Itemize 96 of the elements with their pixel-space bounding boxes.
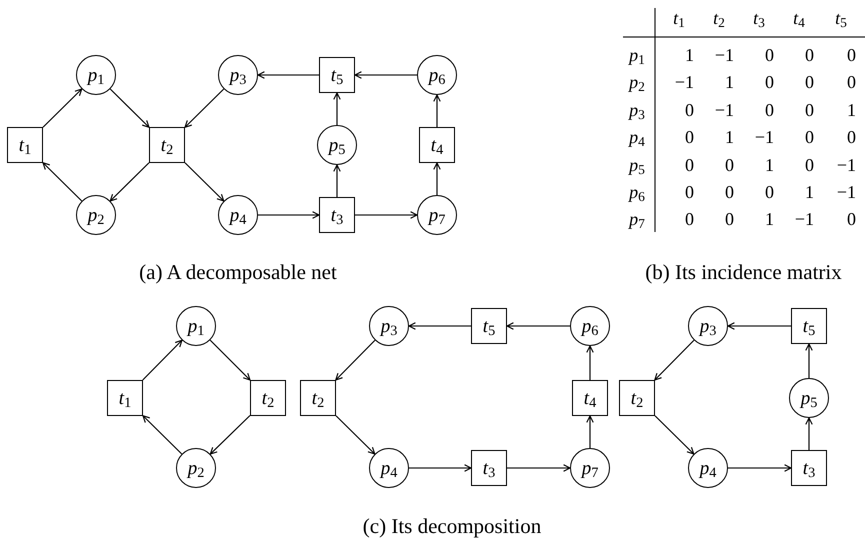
transition-box: t$_{5}$ (471, 308, 507, 344)
matrix-value: 0 (685, 155, 694, 175)
arrow (586, 345, 594, 380)
matrix-value: 0 (765, 45, 774, 65)
matrix-value: 0 (685, 127, 694, 147)
transition-box: t$_{1}$ (107, 380, 143, 416)
row-header: p$_{1}$ (629, 45, 645, 65)
arrow (727, 322, 791, 330)
arrow (355, 211, 418, 219)
matrix-value: 0 (805, 155, 814, 175)
matrix-value: −1 (754, 127, 774, 147)
subfigure-caption: (c) Its decomposition (362, 514, 542, 538)
matrix-value: 1 (685, 45, 694, 65)
arrow (257, 71, 319, 79)
arrow (335, 340, 376, 381)
arrow (654, 340, 694, 381)
matrix-value: 0 (725, 182, 734, 202)
arrow (728, 464, 792, 472)
matrix-value: −1 (714, 45, 734, 65)
arrow (433, 162, 441, 195)
matrix-value: 0 (765, 72, 774, 92)
subfigure-caption: (a) A decomposable net (139, 260, 337, 284)
arrow (433, 94, 441, 127)
arrow (210, 415, 250, 455)
matrix-value: −1 (794, 209, 814, 229)
transition-box: t$_{4}$ (572, 380, 608, 416)
matrix-value: 0 (685, 100, 694, 120)
matrix-value: 1 (725, 72, 734, 92)
arrow (142, 415, 182, 454)
arrow (354, 71, 417, 79)
transition-box: t$_{5}$ (791, 308, 827, 344)
transition-box: t$_{2}$ (300, 380, 336, 416)
row-header: p$_{6}$ (629, 182, 645, 202)
matrix-value: −1 (836, 155, 856, 175)
transition-box: t$_{2}$ (149, 127, 185, 163)
matrix-value: 0 (765, 100, 774, 120)
matrix-value: 0 (685, 209, 694, 229)
row-header: p$_{2}$ (629, 72, 645, 92)
matrix-value: 0 (725, 155, 734, 175)
arrow (506, 322, 570, 330)
matrix-value: −1 (714, 100, 734, 120)
row-header: p$_{4}$ (629, 127, 645, 147)
arrow (805, 343, 813, 378)
arrow (184, 88, 224, 128)
transition-box: t$_{2}$ (619, 380, 655, 416)
transition-box: t$_{4}$ (419, 127, 455, 163)
subfigure-caption: (b) Its incidence matrix (645, 260, 842, 284)
arrow (110, 88, 150, 128)
transition-box: t$_{3}$ (791, 450, 827, 486)
matrix-value: 0 (805, 72, 814, 92)
arrow (586, 415, 594, 448)
arrow (210, 340, 251, 381)
arrow (333, 92, 341, 125)
arrow (184, 162, 224, 202)
matrix-value: 1 (765, 209, 774, 229)
arrow (805, 417, 813, 450)
column-header: t$_{3}$ (753, 8, 765, 28)
matrix-value: 1 (847, 100, 856, 120)
matrix-value: 1 (805, 182, 814, 202)
matrix-value: 0 (725, 209, 734, 229)
transition-box: t$_{1}$ (7, 127, 43, 163)
matrix-value: 0 (805, 100, 814, 120)
matrix-value: 0 (685, 182, 694, 202)
column-header: t$_{4}$ (793, 8, 805, 28)
arrow (42, 162, 82, 202)
matrix-value: 0 (847, 45, 856, 65)
matrix-value: 0 (765, 182, 774, 202)
column-header: t$_{5}$ (835, 8, 847, 28)
matrix-value: 0 (847, 127, 856, 147)
matrix-value: −1 (674, 72, 694, 92)
arrow (42, 88, 82, 128)
transition-box: t$_{3}$ (471, 450, 507, 486)
column-header: t$_{1}$ (673, 8, 685, 28)
arrow (408, 322, 471, 330)
arrow (507, 464, 571, 472)
matrix-value: −1 (836, 182, 856, 202)
arrow (333, 164, 341, 197)
row-header: p$_{7}$ (629, 209, 645, 229)
arrow (142, 340, 183, 380)
arrow (654, 415, 694, 455)
transition-box: t$_{5}$ (319, 57, 355, 93)
matrix-value: 0 (805, 127, 814, 147)
matrix-value: 1 (765, 155, 774, 175)
matrix-value: 0 (847, 72, 856, 92)
arrow (258, 211, 320, 219)
transition-box: t$_{2}$ (250, 380, 286, 416)
matrix-value: 0 (847, 209, 856, 229)
matrix-value: 1 (725, 127, 734, 147)
column-header: t$_{2}$ (713, 8, 725, 28)
row-header: p$_{3}$ (629, 100, 645, 120)
arrow (409, 464, 472, 472)
matrix-value: 0 (805, 45, 814, 65)
arrow (110, 162, 150, 202)
row-header: p$_{5}$ (629, 155, 645, 175)
transition-box: t$_{3}$ (319, 197, 355, 233)
arrow (336, 415, 376, 455)
